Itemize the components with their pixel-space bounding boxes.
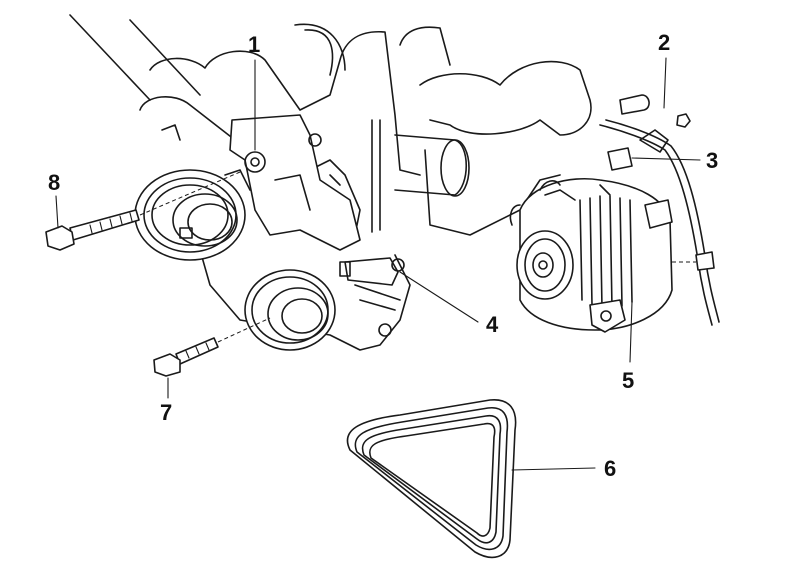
callout-4: 4 bbox=[486, 312, 499, 337]
leader-6 bbox=[511, 467, 596, 471]
crank-pulley bbox=[134, 169, 246, 261]
callout-7: 7 bbox=[160, 400, 172, 425]
callout-6: 6 bbox=[604, 456, 616, 481]
callout-5: 5 bbox=[622, 368, 634, 393]
leader-5 bbox=[629, 301, 633, 363]
leader-lines bbox=[55, 57, 701, 471]
connector bbox=[607, 147, 633, 171]
callout-1: 1 bbox=[248, 32, 260, 57]
callouts: 1 2 3 4 5 6 7 8 bbox=[48, 30, 718, 481]
adjusting-bolt bbox=[339, 257, 405, 286]
leader-2 bbox=[663, 57, 667, 109]
leader-4 bbox=[399, 271, 479, 323]
lower-pulley bbox=[244, 269, 336, 351]
wiring-harness bbox=[599, 119, 720, 326]
callout-2: 2 bbox=[658, 30, 670, 55]
drive-belt bbox=[346, 399, 517, 559]
leader-8 bbox=[55, 195, 59, 229]
leader-3 bbox=[631, 157, 701, 161]
bolt-8 bbox=[45, 171, 241, 251]
bolt-7 bbox=[153, 317, 271, 377]
engine-block bbox=[69, 14, 592, 351]
alternator bbox=[509, 178, 673, 333]
terminal-parts bbox=[619, 94, 691, 128]
callout-3: 3 bbox=[706, 148, 718, 173]
callout-8: 8 bbox=[48, 170, 60, 195]
